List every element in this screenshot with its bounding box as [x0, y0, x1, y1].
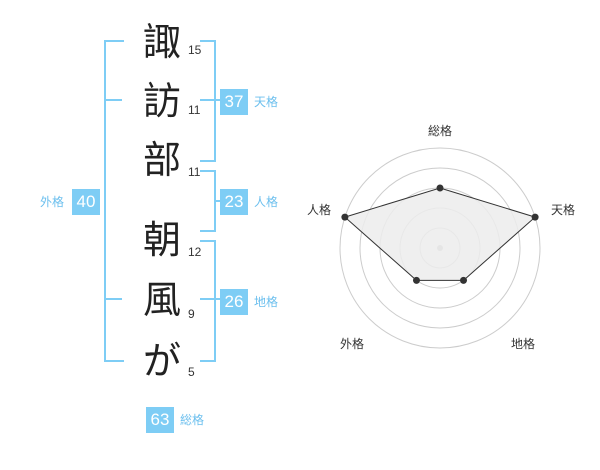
radar-grid-ring-4	[359, 167, 521, 329]
soukaku-badge: 63	[146, 407, 174, 433]
jinkaku-tick	[214, 200, 220, 202]
soukaku-label: 総格	[180, 413, 205, 427]
radar-label-tenkaku: 天格	[551, 203, 576, 217]
radar-grid-ring-5	[339, 147, 541, 349]
radar-data-area	[343, 187, 537, 281]
name-char-1: 諏	[142, 20, 181, 64]
stroke-count-5: 9	[188, 307, 195, 321]
radar-point-2	[460, 276, 468, 284]
chikaku-label: 地格	[254, 295, 279, 309]
radar-point-0	[436, 184, 444, 192]
name-char-2: 訪	[142, 79, 181, 123]
gaikaku-bracket	[104, 40, 124, 362]
radar-points	[341, 184, 539, 284]
radar-point-4	[341, 213, 349, 221]
gaikaku-badge: 40	[72, 189, 100, 215]
stroke-count-2: 11	[188, 103, 201, 117]
gaikaku-tick-2	[104, 298, 122, 300]
chikaku-tick	[200, 298, 220, 300]
radar-label-gaikaku: 外格	[340, 337, 365, 351]
name-char-6: が	[142, 339, 181, 383]
name-char-4: 朝	[142, 218, 181, 262]
tenkaku-bracket	[200, 40, 216, 162]
tenkaku-tick	[200, 99, 220, 101]
chikaku-bracket	[200, 240, 216, 362]
stroke-count-1: 15	[188, 43, 202, 57]
gaikaku-label: 外格	[40, 195, 65, 209]
name-char-3: 部	[142, 138, 181, 182]
tenkaku-badge: 37	[220, 89, 248, 115]
stroke-count-3: 11	[188, 165, 201, 179]
tenkaku-label: 天格	[254, 95, 279, 109]
stroke-count-6: 5	[188, 365, 195, 379]
name-char-5: 風	[142, 278, 181, 322]
chikaku-badge: 26	[220, 289, 248, 315]
jinkaku-badge: 23	[220, 189, 248, 215]
radar-point-3	[412, 276, 420, 284]
stroke-count-4: 12	[188, 245, 202, 259]
radar-label-jinkaku: 人格	[307, 203, 332, 217]
radar-label-chikaku: 地格	[511, 337, 536, 351]
gaikaku-tick-1	[104, 99, 122, 101]
radar-label-soukaku: 総格	[428, 124, 453, 138]
jinkaku-label: 人格	[254, 195, 279, 209]
radar-point-1	[531, 213, 539, 221]
